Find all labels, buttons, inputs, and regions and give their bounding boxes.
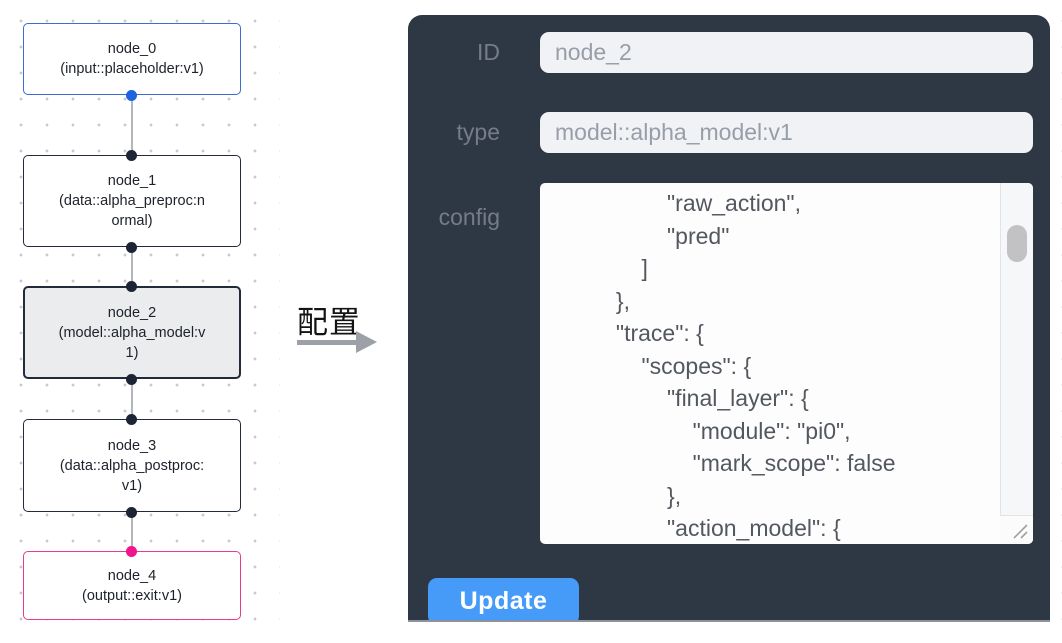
node-node_3[interactable]: node_3 (data::alpha_postproc:v1) — [23, 419, 241, 512]
resize-handle-icon[interactable] — [1011, 522, 1029, 540]
type-label: type — [456, 119, 500, 145]
config-scrollbar[interactable] — [1000, 183, 1033, 544]
node-config-panel: ID type config "raw_action", "pred" ] },… — [408, 15, 1050, 622]
id-input[interactable] — [540, 32, 1033, 73]
node-subtitle: (model::alpha_model:v1) — [58, 324, 206, 361]
edge-node1-node2 — [131, 247, 133, 286]
port-node2-out[interactable] — [126, 374, 137, 385]
update-button[interactable]: Update — [428, 578, 579, 620]
port-node3-out[interactable] — [126, 507, 137, 518]
node-subtitle: (input::placeholder:v1) — [60, 61, 204, 77]
port-node1-in[interactable] — [126, 150, 137, 161]
config-scrollbar-thumb[interactable] — [1007, 225, 1027, 262]
config-textarea[interactable]: "raw_action", "pred" ] }, "trace": { "sc… — [540, 183, 1033, 544]
node-title: node_2 — [107, 304, 157, 321]
edge-node2-node3 — [131, 379, 133, 419]
node-title: node_3 — [107, 437, 157, 454]
config-json-text[interactable]: "raw_action", "pred" ] }, "trace": { "sc… — [615, 190, 896, 541]
node-subtitle: (output::exit:v1) — [82, 587, 182, 604]
edge-node3-node4 — [131, 512, 133, 551]
edge-node0-node1 — [131, 95, 133, 155]
right-arrow-head-icon — [356, 331, 377, 353]
node-node_1[interactable]: node_1 (data::alpha_preproc:normal) — [23, 155, 241, 247]
port-node3-in[interactable] — [126, 414, 137, 425]
node-node_0[interactable]: node_0 (input::placeholder:v1) — [23, 23, 241, 95]
id-label: ID — [477, 39, 500, 65]
port-node0-out[interactable] — [126, 90, 137, 101]
resize-corner — [1000, 515, 1033, 544]
node-title: node_4 — [107, 567, 157, 584]
node-title: node_0 — [107, 41, 157, 57]
configure-arrow-label: 配置 — [297, 305, 361, 340]
node-node_4[interactable]: node_4 (output::exit:v1) — [23, 551, 241, 620]
port-node2-in[interactable] — [126, 281, 137, 292]
config-label: config — [438, 204, 500, 230]
node-subtitle: (data::alpha_postproc:v1) — [59, 457, 205, 494]
node-node_2-selected[interactable]: node_2 (model::alpha_model:v1) — [23, 286, 241, 379]
port-node1-out[interactable] — [126, 242, 137, 253]
type-input[interactable] — [540, 112, 1033, 153]
right-arrow-icon — [297, 340, 358, 345]
node-subtitle: (data::alpha_preproc:normal) — [59, 193, 205, 229]
port-node4-in[interactable] — [126, 546, 137, 557]
node-title: node_1 — [107, 173, 157, 189]
